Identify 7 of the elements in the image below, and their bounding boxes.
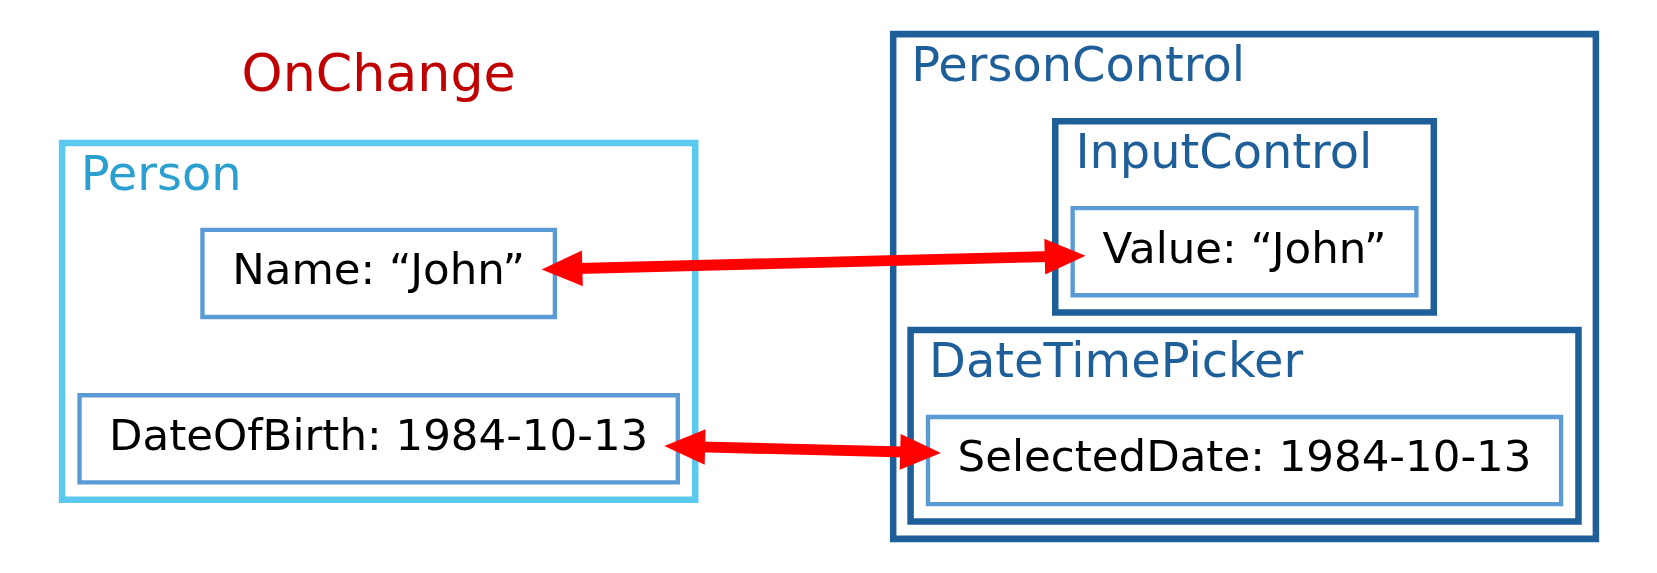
node-box: Name: “John” [199,227,557,320]
label: OnChange [241,43,516,104]
node-box: SelectedDate: 1984-10-13 [925,414,1563,507]
node-box: Value: “John” [1070,206,1419,298]
arrow [663,429,941,470]
arrow [541,238,1086,287]
node-box: DateOfBirth: 1984-10-13 [76,393,680,485]
